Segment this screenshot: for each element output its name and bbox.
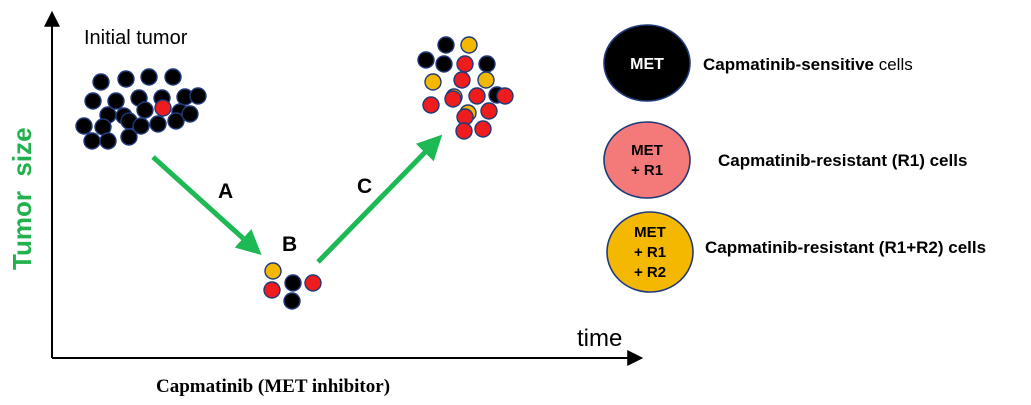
initial-cell-black — [120, 128, 138, 146]
relapse-cell-black — [478, 55, 496, 73]
relapse-cell-yellow — [477, 71, 495, 89]
legend-swatch-met — [603, 24, 691, 102]
initial-cell-black — [83, 132, 101, 150]
treated-cell-black — [283, 292, 301, 310]
initial-cell-black — [189, 87, 207, 105]
relapse-cell-red — [474, 120, 492, 138]
legend-swatch-r1r2-line1: MET — [634, 224, 666, 241]
initial-cell-red — [154, 99, 172, 117]
initial-cell-black — [117, 70, 135, 88]
relapse-cell-yellow — [424, 73, 442, 91]
legend-swatch-r1r2 — [606, 211, 694, 293]
legend-label-sensitive-bold: Capmatinib-sensitive — [703, 55, 874, 74]
relapse-cell-black — [437, 36, 455, 54]
legend-swatch-met-text: MET — [630, 56, 664, 73]
treated-cell-red — [263, 281, 281, 299]
legend-label-r1: Capmatinib-resistant (R1) cells — [718, 151, 967, 170]
annotations: Initial tumor A B C — [84, 27, 372, 256]
relapse-cell-black — [417, 51, 435, 69]
initial-cell-black — [75, 117, 93, 135]
initial-cell-black — [107, 92, 125, 110]
relapse-cell-red — [496, 87, 514, 105]
treated-cell-black — [284, 274, 302, 292]
treated-tumor-cluster — [263, 262, 322, 310]
relapse-cell-red — [455, 122, 473, 140]
initial-cell-black — [132, 117, 150, 135]
legend-swatch-r1 — [603, 121, 691, 199]
treated-cell-red — [304, 274, 322, 292]
relapse-cell-black — [435, 55, 453, 73]
relapse-cell-red — [453, 71, 471, 89]
relapse-cell-red — [468, 87, 486, 105]
legend-item-r1: MET + R1 Capmatinib-resistant (R1) cells — [603, 121, 967, 199]
legend-label-sensitive-rest: cells — [874, 55, 913, 74]
initial-cell-black — [140, 68, 158, 86]
initial-cell-black — [167, 112, 185, 130]
relapsed-tumor-cluster — [417, 36, 514, 140]
step-a-label: A — [218, 180, 233, 203]
arrow-a — [151, 155, 262, 256]
step-b-label: B — [282, 233, 297, 256]
axes: Tumor size time Capmatinib (MET inhibito… — [7, 10, 644, 397]
legend: MET Capmatinib-sensitive cells MET + R1 … — [603, 24, 986, 293]
legend-label-r1r2: Capmatinib-resistant (R1+R2) cells — [705, 238, 986, 257]
legend-swatch-r1-line1: MET — [631, 142, 663, 159]
initial-cell-black — [84, 92, 102, 110]
initial-cell-black — [92, 73, 110, 91]
relapse-cell-red — [444, 90, 462, 108]
initial-cell-black — [181, 105, 199, 123]
initial-cell-black — [149, 115, 167, 133]
relapse-cell-red — [422, 96, 440, 114]
legend-swatch-r1r2-line3: + R2 — [634, 264, 666, 281]
legend-item-r1r2: MET + R1 + R2 Capmatinib-resistant (R1+R… — [606, 211, 986, 293]
initial-cell-black — [136, 101, 154, 119]
legend-swatch-r1-line2: + R1 — [631, 162, 663, 179]
legend-swatch-r1r2-line2: + R1 — [634, 244, 666, 261]
relapse-cell-yellow — [460, 36, 478, 54]
initial-cell-black — [164, 68, 182, 86]
arrow-c — [316, 134, 443, 264]
transition-arrows — [151, 134, 443, 264]
relapse-cell-red — [480, 102, 498, 120]
x-axis-end-label: time — [577, 325, 622, 352]
step-c-label: C — [357, 175, 372, 198]
x-axis-caption: Capmatinib (MET inhibitor) — [156, 376, 390, 397]
initial-tumor-cluster — [75, 68, 207, 150]
initial-cell-black — [99, 132, 117, 150]
relapse-cell-red — [456, 55, 474, 73]
treated-cell-yellow — [264, 262, 282, 280]
legend-item-sensitive: MET Capmatinib-sensitive cells — [603, 24, 913, 102]
legend-label-sensitive: Capmatinib-sensitive cells — [703, 55, 913, 74]
initial-tumor-label: Initial tumor — [84, 27, 188, 49]
y-axis-label: Tumor size — [7, 127, 37, 270]
